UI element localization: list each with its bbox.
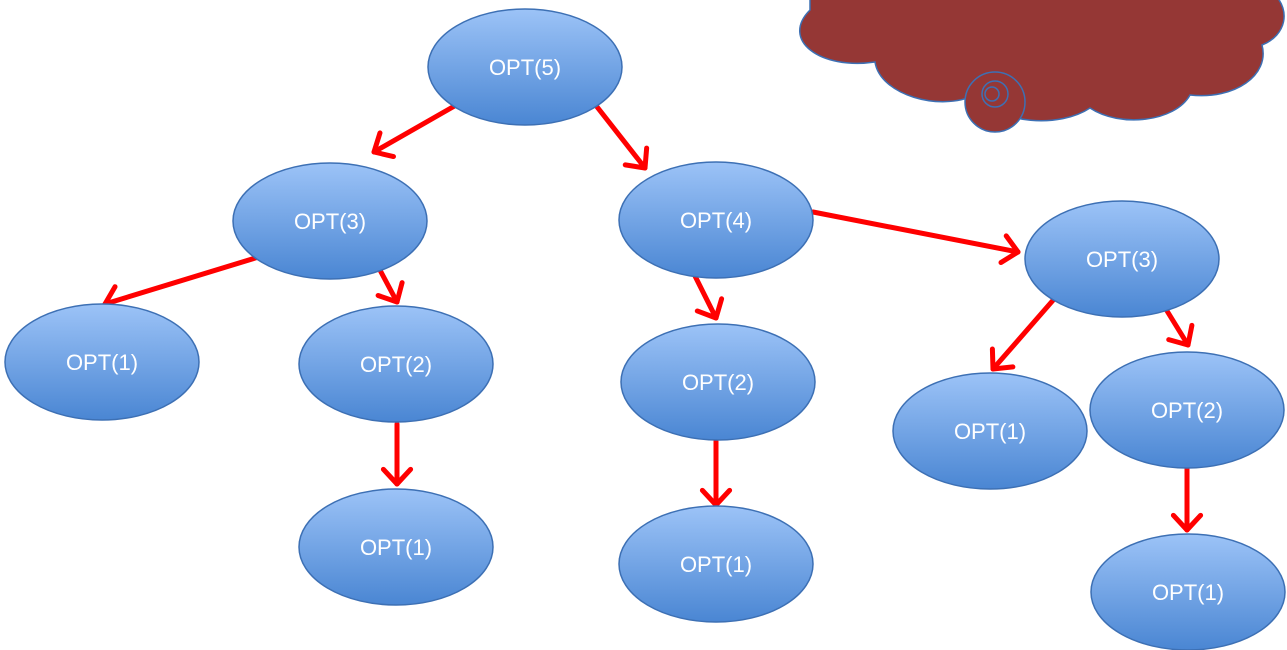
arrowhead-icon: [694, 296, 725, 321]
tree-node-n2c: OPT(2): [1089, 351, 1285, 469]
node-ellipse: [4, 303, 200, 421]
node-ellipse: [298, 488, 494, 606]
edge-line: [1161, 303, 1191, 348]
node-label: OPT(5): [489, 55, 561, 80]
tree-node-n3b: OPT(3): [1024, 200, 1220, 318]
edge-arrow-n4-to-n2b: [690, 269, 725, 321]
edge-line: [102, 253, 265, 307]
edge-arrow-n5-to-n3a: [371, 101, 461, 160]
node-ellipse: [1089, 351, 1285, 469]
arrowhead-icon: [622, 145, 650, 171]
node-ellipse: [1024, 200, 1220, 318]
tree-node-n1d: OPT(1): [892, 372, 1088, 490]
thought-bubble-ring: [981, 80, 1009, 108]
edge-line: [990, 295, 1058, 372]
edge-arrow-n4-to-n3b: [810, 209, 1021, 266]
node-label: OPT(3): [1086, 247, 1158, 272]
tree-node-n1c: OPT(1): [618, 505, 814, 623]
tree-node-n3a: OPT(3): [232, 162, 428, 280]
node-label: OPT(4): [680, 208, 752, 233]
arrowhead-icon: [371, 130, 396, 160]
arrowhead-icon: [380, 466, 414, 487]
node-label: OPT(1): [954, 419, 1026, 444]
edge-line: [371, 101, 461, 155]
edge-line: [690, 269, 719, 321]
edge-line: [810, 209, 1021, 255]
arrowhead-icon: [699, 487, 733, 508]
node-label: OPT(1): [360, 535, 432, 560]
node-ellipse: [620, 323, 816, 441]
edge-line: [591, 100, 648, 171]
node-ellipse: [618, 161, 814, 279]
node-ellipse: [298, 305, 494, 423]
edge-arrow-n3b-to-n2c: [1161, 303, 1195, 348]
edge-arrow-n2c-to-n1e: [1170, 462, 1204, 533]
arrowhead-icon: [1166, 322, 1195, 348]
arrowhead-icon: [998, 233, 1021, 266]
tree-node-n1a: OPT(1): [4, 303, 200, 421]
arrowhead-icon: [989, 346, 1016, 372]
node-label: OPT(3): [294, 209, 366, 234]
tree-node-n1b: OPT(1): [298, 488, 494, 606]
tree-node-n2b: OPT(2): [620, 323, 816, 441]
edge-arrow-n3a-to-n1a: [102, 253, 265, 316]
node-label: OPT(2): [1151, 398, 1223, 423]
thought-bubble-large: [964, 71, 1026, 133]
node-ellipse: [1090, 533, 1286, 650]
tree-node-n2a: OPT(2): [298, 305, 494, 423]
thought-cloud: [798, 0, 1285, 133]
edge-arrow-n2b-to-n1c: [699, 438, 733, 508]
node-ellipse: [427, 8, 623, 126]
arrowhead-icon: [1170, 512, 1204, 533]
node-ellipse: [618, 505, 814, 623]
node-label: OPT(1): [680, 552, 752, 577]
edge-arrow-n2a-to-n1b: [380, 421, 414, 487]
tree-node-n1e: OPT(1): [1090, 533, 1286, 650]
node-ellipse: [232, 162, 428, 280]
thought-cloud-body: [798, 0, 1285, 122]
node-label: OPT(1): [1152, 580, 1224, 605]
arrowhead-icon: [375, 280, 405, 305]
tree-node-n4: OPT(4): [618, 161, 814, 279]
tree-node-n5: OPT(5): [427, 8, 623, 126]
node-label: OPT(1): [66, 350, 138, 375]
edge-arrow-n3b-to-n1d: [989, 295, 1058, 372]
node-ellipse: [892, 372, 1088, 490]
node-label: OPT(2): [360, 352, 432, 377]
edge-arrow-n5-to-n4: [591, 100, 650, 171]
thought-bubble-small: [984, 86, 1000, 102]
nodes-layer: OPT(5) OPT(3) OPT(4) OPT(3) OPT(1) OPT(2) OPT(…: [4, 8, 1286, 650]
node-label: OPT(2): [682, 370, 754, 395]
